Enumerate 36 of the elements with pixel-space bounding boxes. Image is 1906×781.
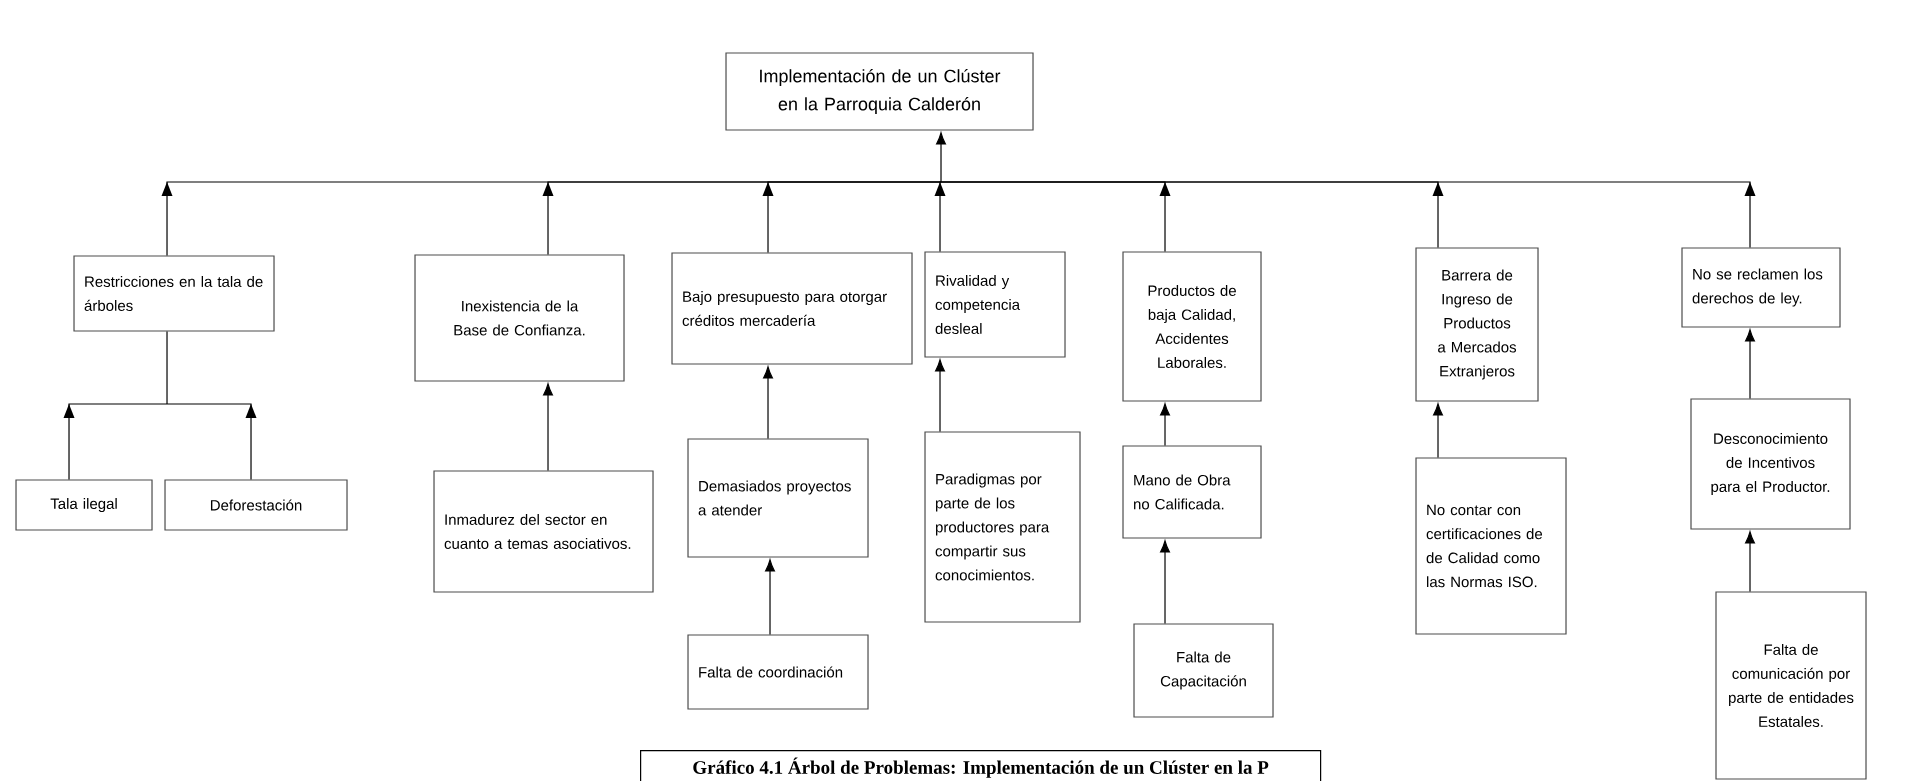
problem-box: Rivalidad y competencia desleal — [924, 251, 1066, 358]
arrow — [1744, 531, 1756, 592]
problem-box: Barrera de Ingreso de Productos a Mercados Extranjeros — [1415, 247, 1539, 402]
problem-box: Falta de coordinación — [687, 634, 869, 710]
problem-box: Bajo presupuesto para otorgar créditos mercadería — [671, 252, 913, 365]
problem-box: Deforestación — [164, 479, 348, 531]
problem-box: Desconocimiento de Incentivos para el Productor. — [1690, 398, 1851, 530]
problem-box: Falta de comunicación por parte de entidades Estatales. — [1715, 591, 1867, 780]
arrow — [1744, 329, 1756, 399]
arrow — [1433, 403, 1444, 458]
arrow — [935, 359, 946, 432]
connector-line — [936, 132, 947, 183]
problem-box: Implementación de un Clúster en la Parroquia Calderón — [725, 52, 1034, 131]
problem-box: No contar con certificaciones de de Calidad como las Normas ISO. — [1415, 457, 1567, 635]
problem-box: Inmadurez del sector en cuanto a temas asociativos. — [433, 470, 654, 593]
arrow — [543, 383, 554, 471]
arrow — [166, 403, 257, 480]
arrow — [940, 181, 1756, 248]
arrow — [1160, 403, 1171, 446]
arrow — [762, 181, 942, 253]
arrow — [934, 181, 946, 252]
problem-box: Mano de Obra no Calificada. — [1122, 445, 1262, 539]
problem-box: Paradigmas por parte de los productores para compartir sus conocimientos. — [924, 431, 1081, 623]
problem-box: No se reclamen los derechos de ley. — [1681, 247, 1841, 328]
problem-box: Restricciones en la tala de árboles — [73, 255, 275, 332]
arrow — [63, 403, 168, 480]
problem-box: Inexistencia de la Base de Confianza. — [414, 254, 625, 382]
problem-box: Tala ilegal — [15, 479, 153, 531]
caption-box: Gráfico 4.1 Árbol de Problemas: Implementación de un Clúster en la P — [640, 750, 1322, 781]
arrow — [763, 366, 774, 439]
connector-line — [166, 331, 168, 405]
problem-box: Falta de Capacitación — [1133, 623, 1274, 718]
problem-box: Productos de baja Calidad, Accidentes Laborales. — [1122, 251, 1262, 402]
arrow — [1160, 540, 1171, 624]
problem-box: Demasiados proyectos a atender — [687, 438, 869, 558]
arrow — [765, 559, 776, 635]
